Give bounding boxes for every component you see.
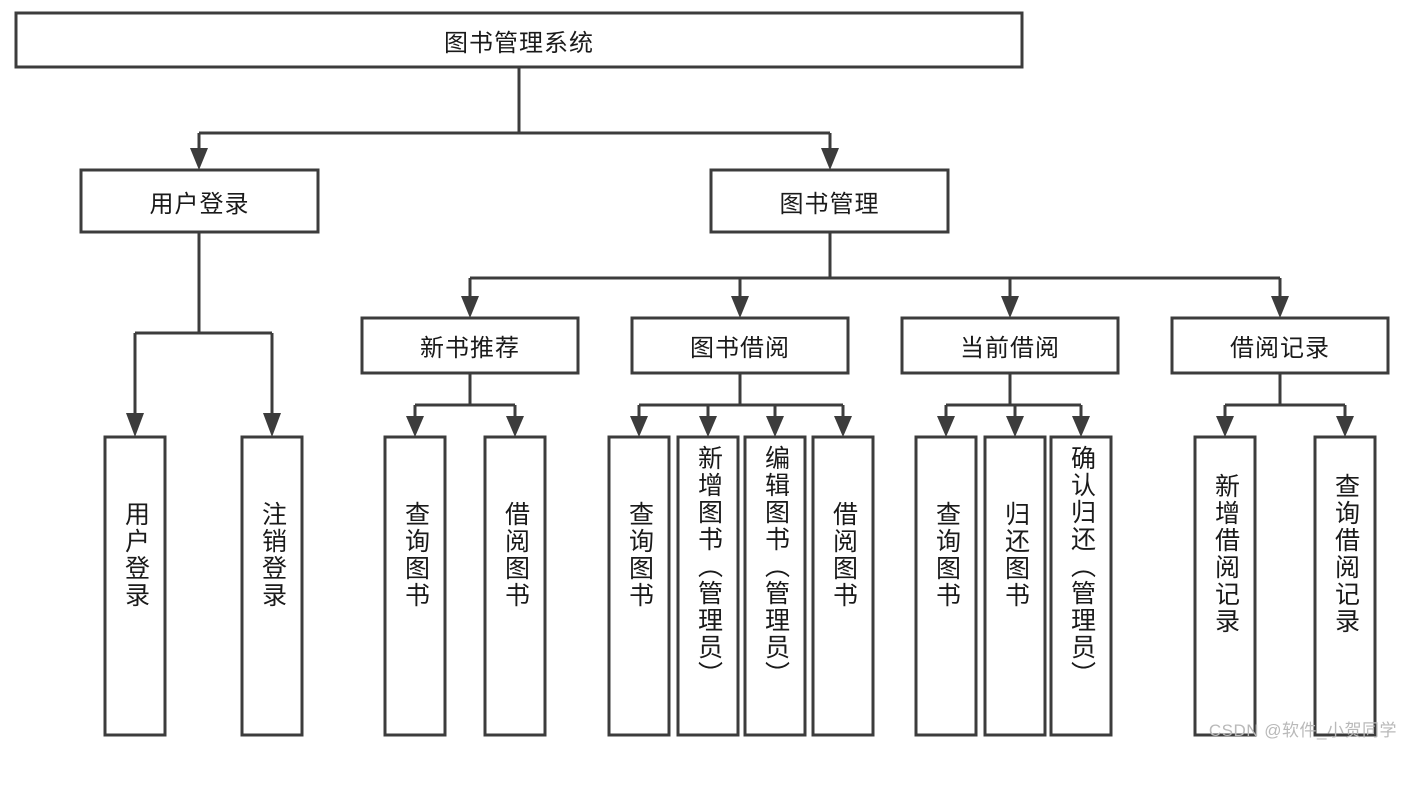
node-leaf-box-9[interactable] xyxy=(983,435,1047,737)
node-leaf-box-11[interactable] xyxy=(1193,435,1257,737)
node-root-box[interactable] xyxy=(14,11,1024,69)
node-leaf-box-4[interactable] xyxy=(607,435,671,737)
arrow-record-leaf2 xyxy=(1336,416,1354,437)
arrow-current-leaf2 xyxy=(1006,416,1024,437)
node-level1-box-1[interactable] xyxy=(709,168,950,234)
arrow-book-to-record xyxy=(1271,296,1289,318)
connector-group-user-login xyxy=(126,232,281,437)
arrow-root-to-book xyxy=(821,148,839,170)
connector-group-book-borrow xyxy=(630,373,852,437)
arrow-book-to-current xyxy=(1001,296,1019,318)
arrow-book-to-borrow xyxy=(731,296,749,318)
arrow-current-leaf1 xyxy=(937,416,955,437)
diagram-canvas xyxy=(14,11,1390,737)
node-leaf-box-10[interactable] xyxy=(1049,435,1113,737)
arrow-current-leaf3 xyxy=(1072,416,1090,437)
node-leaf-box-2[interactable] xyxy=(383,435,447,737)
arrow-book-to-new xyxy=(461,296,479,318)
csdn-watermark: CSDN @软件_小贺同学 xyxy=(1208,721,1397,740)
connector-group-book-manage xyxy=(461,232,1289,318)
connector-group-root xyxy=(190,67,839,170)
connector-group-borrow-record xyxy=(1216,373,1354,437)
arrow-newbook-leaf1 xyxy=(406,416,424,437)
arrow-borrow-leaf4 xyxy=(834,416,852,437)
node-leaf-box-6[interactable] xyxy=(743,435,807,737)
node-leaf-box-8[interactable] xyxy=(914,435,978,737)
diagram-root: 图书管理系统 用户登录 图书管理 新书推荐 图书借阅 当前借阅 借阅记录 用户登… xyxy=(14,11,1397,740)
node-level2-box-3[interactable] xyxy=(1170,316,1390,375)
arrow-user-leaf1 xyxy=(126,413,144,437)
node-leaf-box-1[interactable] xyxy=(240,435,304,737)
arrow-newbook-leaf2 xyxy=(506,416,524,437)
node-leaf-box-12[interactable] xyxy=(1313,435,1377,737)
node-level2-box-0[interactable] xyxy=(360,316,580,375)
connector-group-new-book xyxy=(406,373,524,437)
node-leaf-box-5[interactable] xyxy=(676,435,740,737)
node-level2-box-1[interactable] xyxy=(630,316,850,375)
arrow-borrow-leaf2 xyxy=(699,416,717,437)
node-leaf-box-0[interactable] xyxy=(103,435,167,737)
arrow-borrow-leaf1 xyxy=(630,416,648,437)
node-level2-box-2[interactable] xyxy=(900,316,1120,375)
arrow-user-leaf2 xyxy=(263,413,281,437)
arrow-root-to-user xyxy=(190,148,208,170)
node-leaf-box-7[interactable] xyxy=(811,435,875,737)
node-leaf-box-3[interactable] xyxy=(483,435,547,737)
arrow-record-leaf1 xyxy=(1216,416,1234,437)
node-level1-box-0[interactable] xyxy=(79,168,320,234)
arrow-borrow-leaf3 xyxy=(766,416,784,437)
connector-group-current-borrow xyxy=(937,373,1090,437)
